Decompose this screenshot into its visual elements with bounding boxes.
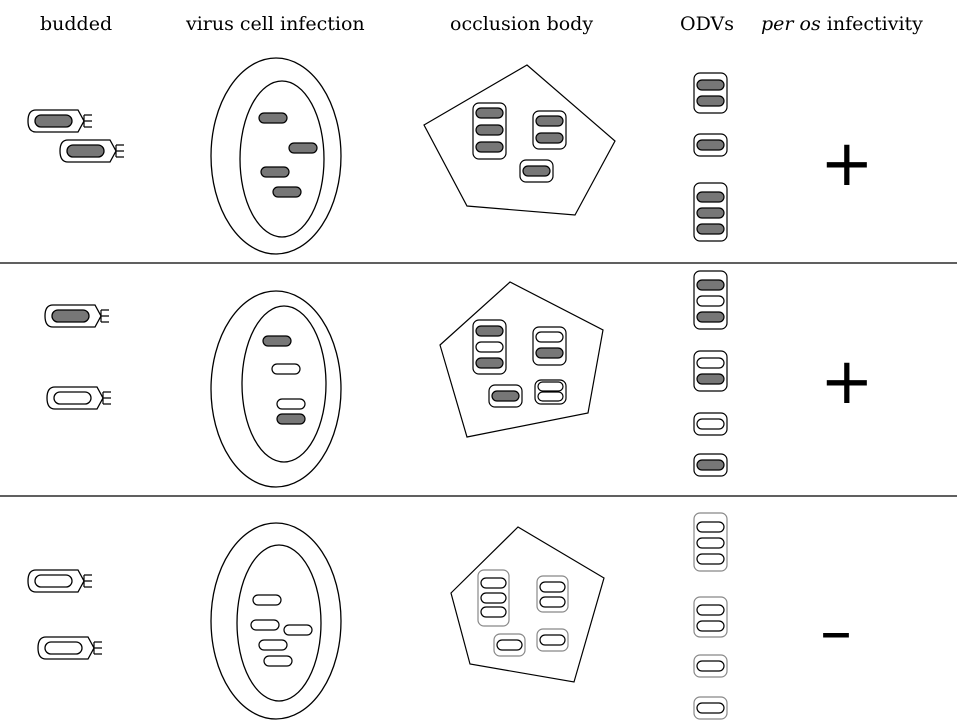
infectivity-sign-row-3: – <box>820 595 852 669</box>
infected-cell <box>210 57 342 255</box>
header-per-os-infectivity: per os infectivity <box>761 13 923 35</box>
odv-in-occlusion <box>536 628 569 652</box>
odv <box>693 270 728 330</box>
nucleocapsid <box>283 624 313 636</box>
budded-virion <box>27 109 92 133</box>
nucleocapsid <box>288 142 318 154</box>
budded-virion <box>37 636 102 660</box>
odv <box>693 696 728 720</box>
nucleocapsid <box>263 655 293 667</box>
odv-in-occlusion <box>534 379 567 405</box>
budded-virion <box>46 386 111 410</box>
row-1 <box>27 57 728 255</box>
row-2 <box>44 270 728 488</box>
odv <box>693 182 728 242</box>
header-occlusion-body: occlusion body <box>450 13 594 35</box>
infected-cell <box>210 290 342 488</box>
budded-virion <box>27 569 92 593</box>
nucleocapsid <box>276 398 306 410</box>
infectivity-sign-row-2: + <box>820 345 874 419</box>
odv-in-occlusion <box>532 326 567 366</box>
odv <box>693 654 728 678</box>
odv <box>693 350 728 392</box>
nucleocapsid <box>271 363 301 375</box>
odv-in-occlusion <box>519 159 554 183</box>
header-odvs: ODVs <box>680 13 734 35</box>
budded-virion <box>59 139 124 163</box>
odv <box>693 596 728 638</box>
odv-in-occlusion <box>532 110 567 150</box>
odv-in-occlusion <box>536 575 569 613</box>
odv-in-occlusion <box>488 384 523 408</box>
odv-in-occlusion <box>493 633 526 657</box>
infected-cell <box>210 522 342 720</box>
occlusion-body <box>450 526 605 683</box>
odv <box>693 453 728 477</box>
odv-in-occlusion <box>472 102 507 160</box>
odv-in-occlusion <box>472 319 507 375</box>
nucleocapsid <box>258 112 288 124</box>
occlusion-body <box>423 64 616 216</box>
odv-in-occlusion <box>477 569 510 627</box>
nucleocapsid <box>260 166 290 178</box>
header-per-os: per os <box>761 13 821 35</box>
nucleocapsid <box>250 619 280 631</box>
nucleocapsid <box>258 639 288 651</box>
odv <box>693 512 728 572</box>
odv <box>693 412 728 436</box>
occlusion-body <box>439 281 604 438</box>
row-3 <box>27 512 728 720</box>
header-budded: budded <box>40 13 113 35</box>
nucleocapsid <box>262 335 292 347</box>
nucleocapsid <box>272 186 302 198</box>
nucleocapsid <box>252 594 282 606</box>
infectivity-sign-row-1: + <box>820 127 874 201</box>
nucleocapsid <box>276 413 306 425</box>
header-virus-cell-infection: virus cell infection <box>186 13 365 35</box>
odv <box>693 72 728 114</box>
budded-virion <box>44 304 109 328</box>
header-infectivity: infectivity <box>826 13 923 35</box>
odv <box>693 133 728 157</box>
